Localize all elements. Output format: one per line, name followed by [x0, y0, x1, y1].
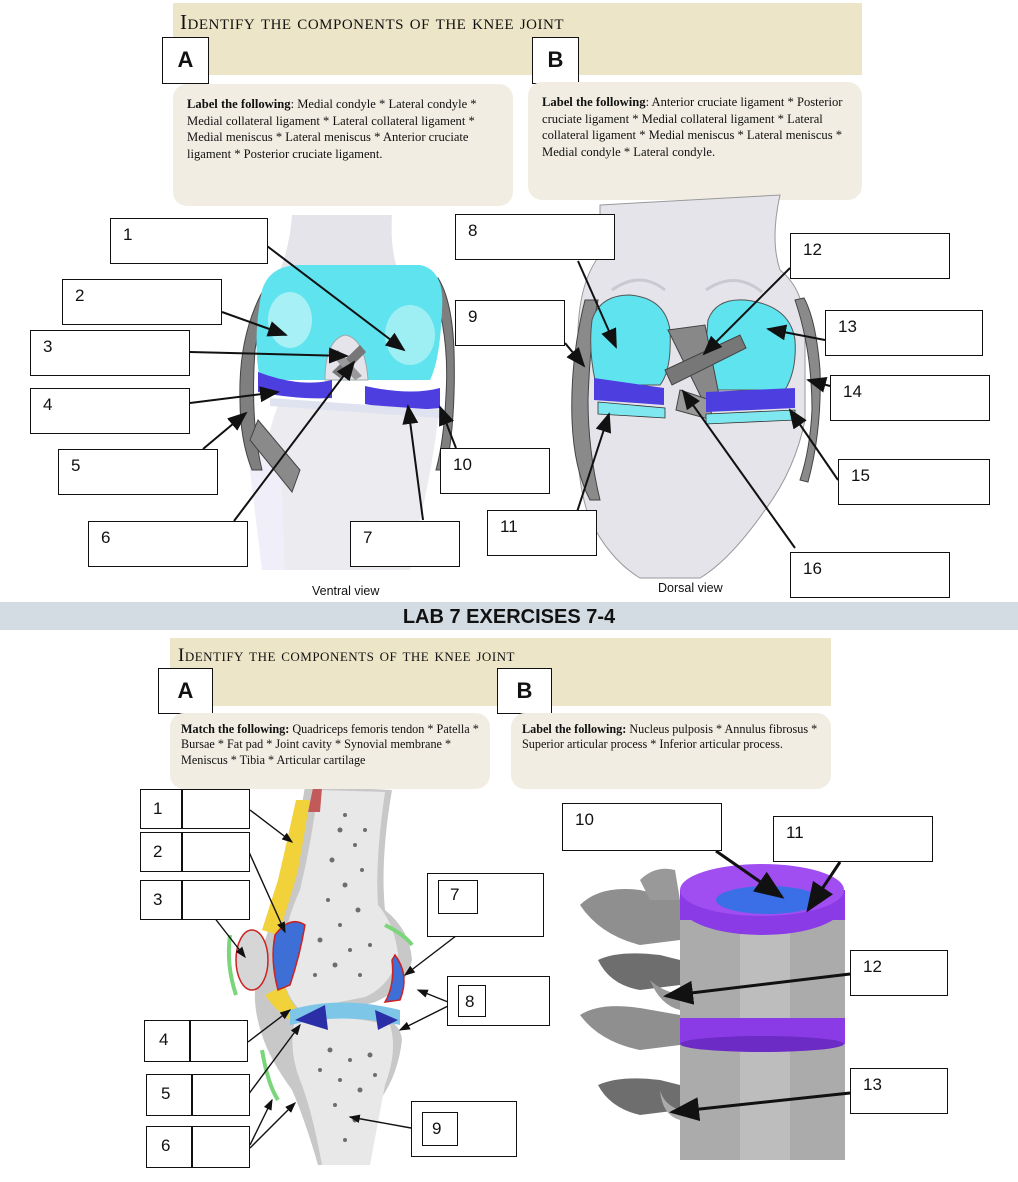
top-label-box-12[interactable]: 12	[790, 233, 950, 279]
top-title-band	[173, 3, 862, 75]
top-label-number-11: 11	[500, 517, 518, 536]
dorsal-view-caption: Dorsal view	[658, 581, 723, 595]
top-label-box-1[interactable]: 1	[110, 218, 268, 264]
bottom-label-number-10: 10	[575, 810, 594, 829]
bottom-label-number-7: 7	[450, 885, 460, 904]
bottom-letter-b: B	[497, 668, 552, 714]
top-instruction-a-bold: Label the following	[187, 97, 291, 111]
top-label-number-4: 4	[43, 395, 53, 414]
bottom-label-number-8: 8	[465, 992, 475, 1011]
top-label-box-3[interactable]: 3	[30, 330, 190, 376]
bottom-label-box-3[interactable]: 3	[140, 880, 250, 920]
top-label-box-5[interactable]: 5	[58, 449, 218, 495]
top-label-number-13: 13	[838, 317, 857, 336]
top-label-box-2[interactable]: 2	[62, 279, 222, 325]
top-label-number-2: 2	[75, 286, 85, 305]
top-label-number-14: 14	[843, 382, 862, 401]
ventral-view-caption: Ventral view	[312, 584, 380, 598]
vertebrae-illustration	[580, 864, 845, 1160]
bottom-instruction-a-bold: Match the following:	[181, 722, 290, 736]
top-label-box-11[interactable]: 11	[487, 510, 597, 556]
bottom-label-number-2: 2	[153, 842, 163, 861]
bottom-label-box-10[interactable]: 10	[562, 803, 722, 851]
bottom-label-number-13: 13	[863, 1075, 882, 1094]
top-label-box-15[interactable]: 15	[838, 459, 990, 505]
top-label-number-10: 10	[453, 455, 472, 474]
top-instruction-b: Label the following: Anterior cruciate l…	[528, 82, 862, 200]
top-label-box-10[interactable]: 10	[440, 448, 550, 494]
bottom-instruction-b-text: Nucleus pulposis * Annulus fibrosus * Su…	[522, 722, 818, 752]
bottom-vertebra-arrows	[663, 849, 851, 1122]
top-instruction-b-text: : Anterior cruciate ligament * Posterior…	[542, 95, 843, 159]
bottom-instruction-b: Label the following: Nucleus pulposis * …	[511, 713, 831, 789]
bottom-label-number-4: 4	[159, 1030, 169, 1049]
bottom-label-box-7[interactable]: 7	[427, 873, 544, 937]
top-title: Identify the components of the knee join…	[180, 10, 564, 34]
top-label-number-15: 15	[851, 466, 870, 485]
bottom-label-box-2[interactable]: 2	[140, 832, 250, 872]
top-label-number-6: 6	[101, 528, 111, 547]
top-label-number-16: 16	[803, 559, 822, 578]
bottom-label-box-1[interactable]: 1	[140, 789, 250, 829]
bottom-label-number-9: 9	[432, 1119, 442, 1138]
bottom-letter-a: A	[158, 668, 213, 714]
top-ventral-arrows	[189, 245, 457, 522]
top-label-box-13[interactable]: 13	[825, 310, 983, 356]
top-label-number-8: 8	[468, 221, 478, 240]
bottom-label-box-11[interactable]: 11	[773, 816, 933, 862]
sagittal-knee-illustration	[226, 786, 414, 1165]
bottom-instruction-a: Match the following: Quadriceps femoris …	[170, 713, 490, 789]
top-label-number-7: 7	[363, 528, 373, 547]
top-label-number-3: 3	[43, 337, 53, 356]
bottom-label-box-13[interactable]: 13	[850, 1068, 948, 1114]
bottom-instruction-a-text: Quadriceps femoris tendon * Patella * Bu…	[181, 722, 479, 767]
top-label-box-14[interactable]: 14	[830, 375, 990, 421]
top-label-box-9[interactable]: 9	[455, 300, 565, 346]
bottom-label-number-3: 3	[153, 890, 163, 909]
bottom-instruction-b-bold: Label the following:	[522, 722, 627, 736]
top-label-box-6[interactable]: 6	[88, 521, 248, 567]
bottom-label-box-9[interactable]: 9	[411, 1101, 517, 1157]
bottom-label-number-12: 12	[863, 957, 882, 976]
bottom-label-box-6[interactable]: 6	[146, 1126, 250, 1168]
bottom-label-number-5: 5	[161, 1084, 171, 1103]
top-label-number-9: 9	[468, 307, 478, 326]
top-label-box-4[interactable]: 4	[30, 388, 190, 434]
top-label-number-5: 5	[71, 456, 81, 475]
top-dorsal-arrows	[564, 260, 839, 549]
top-instruction-b-bold: Label the following	[542, 95, 646, 109]
top-label-box-16[interactable]: 16	[790, 552, 950, 598]
bottom-label-box-8[interactable]: 8	[447, 976, 550, 1026]
top-label-box-7[interactable]: 7	[350, 521, 460, 567]
lab-exercise-bar: LAB 7 EXERCISES 7-4	[0, 602, 1018, 630]
top-label-number-12: 12	[803, 240, 822, 259]
top-letter-b: B	[532, 37, 579, 84]
top-instruction-a: Label the following: Medial condyle * La…	[173, 84, 513, 206]
top-label-box-8[interactable]: 8	[455, 214, 615, 260]
top-label-number-1: 1	[123, 225, 133, 244]
bottom-label-box-4[interactable]: 4	[144, 1020, 248, 1062]
bottom-title: Identify the components of the knee join…	[178, 645, 515, 666]
top-letter-a: A	[162, 37, 209, 84]
bottom-label-number-6: 6	[161, 1136, 171, 1155]
top-instruction-a-text: : Medial condyle * Lateral condyle * Med…	[187, 97, 477, 161]
bottom-label-number-11: 11	[786, 823, 804, 842]
bottom-label-box-5[interactable]: 5	[146, 1074, 250, 1116]
bottom-label-box-12[interactable]: 12	[850, 950, 948, 996]
bottom-label-number-1: 1	[153, 799, 163, 818]
